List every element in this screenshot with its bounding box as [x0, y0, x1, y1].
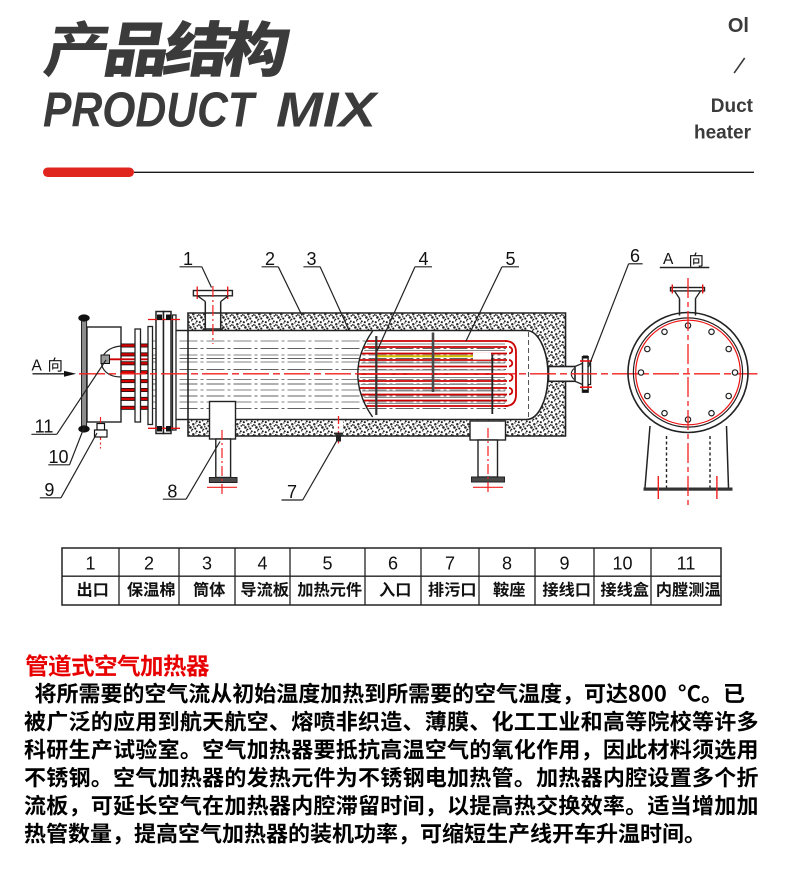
- svg-text:MIX: MIX: [276, 84, 380, 138]
- svg-text:4: 4: [418, 249, 428, 269]
- svg-text:1: 1: [183, 249, 193, 269]
- svg-text:Ol: Ol: [728, 15, 749, 37]
- svg-text:A: A: [663, 251, 674, 268]
- svg-text:5: 5: [322, 554, 332, 574]
- svg-text:9: 9: [559, 554, 569, 574]
- svg-text:10: 10: [612, 554, 632, 574]
- svg-text:7: 7: [445, 554, 455, 574]
- svg-text:3: 3: [306, 249, 316, 269]
- svg-text:2: 2: [144, 554, 154, 574]
- svg-text:6: 6: [630, 246, 640, 266]
- svg-text:11: 11: [677, 554, 696, 574]
- svg-text:10: 10: [48, 447, 68, 467]
- svg-text:11: 11: [35, 417, 54, 437]
- svg-text:1: 1: [85, 554, 95, 574]
- svg-text:3: 3: [202, 554, 212, 574]
- svg-text:2: 2: [265, 249, 275, 269]
- svg-text:7: 7: [287, 482, 297, 502]
- svg-text:8: 8: [502, 554, 512, 574]
- svg-text:9: 9: [44, 480, 54, 500]
- svg-text:5: 5: [505, 249, 515, 269]
- svg-text:heater: heater: [694, 123, 752, 144]
- svg-text:4: 4: [257, 554, 267, 574]
- svg-text:PRODUCT: PRODUCT: [43, 84, 258, 138]
- svg-text:6: 6: [388, 554, 398, 574]
- svg-text:A: A: [32, 358, 43, 375]
- svg-text:Duct: Duct: [711, 96, 754, 117]
- svg-text:8: 8: [167, 481, 177, 501]
